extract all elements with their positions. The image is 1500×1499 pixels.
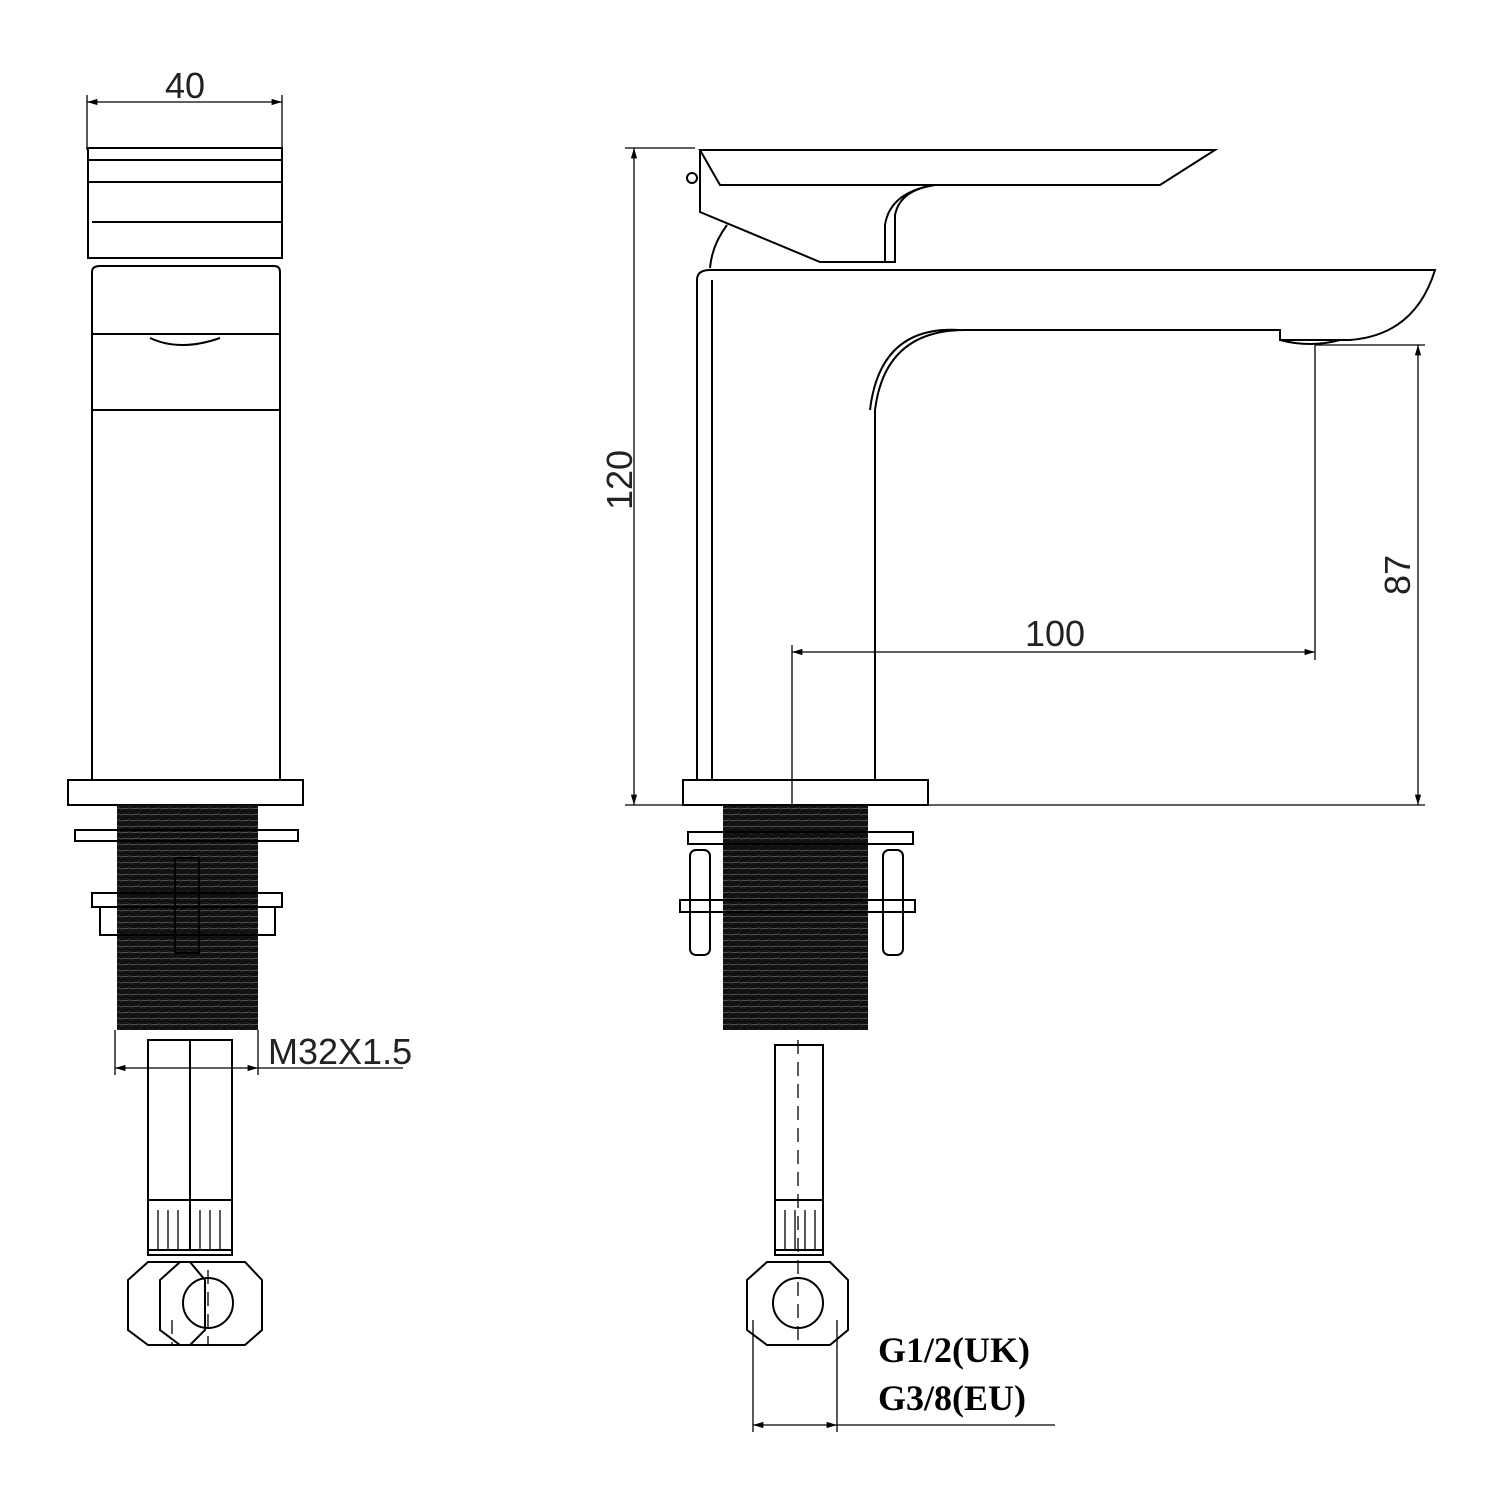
front-stud-left — [689, 849, 711, 956]
connection-uk-label: G1/2(UK) — [878, 1330, 1030, 1370]
side-washer — [74, 829, 299, 842]
front-stud-right — [882, 849, 904, 956]
dimension-width-label: 40 — [165, 65, 205, 106]
dimension-reach-label: 100 — [1025, 613, 1085, 654]
side-view: 40 M32X1.5 — [67, 65, 412, 1346]
side-aerator — [149, 337, 221, 346]
side-handle — [87, 147, 283, 259]
front-view: 120 87 100 G1/2(UK) G3/8(EU) — [599, 147, 1437, 1432]
side-hoses — [127, 1039, 263, 1346]
side-nut — [99, 906, 276, 936]
front-washer — [687, 831, 914, 845]
connection-eu-label: G3/8(EU) — [878, 1378, 1026, 1418]
front-fixing-plate — [679, 899, 916, 913]
front-handle-top — [698, 149, 1219, 186]
front-handle-body — [699, 150, 936, 263]
side-base-plate — [67, 779, 304, 806]
side-stud — [174, 857, 200, 954]
dimension-spout-height-label: 87 — [1377, 555, 1418, 595]
front-base-plate — [682, 779, 929, 806]
dimension-thread-label: M32X1.5 — [268, 1031, 412, 1072]
front-hose — [746, 1040, 849, 1346]
dimension-height-label: 120 — [599, 450, 640, 510]
front-spout-body — [696, 269, 1437, 780]
side-body — [91, 265, 281, 781]
side-thread — [117, 805, 258, 1030]
front-thread — [723, 805, 868, 1030]
